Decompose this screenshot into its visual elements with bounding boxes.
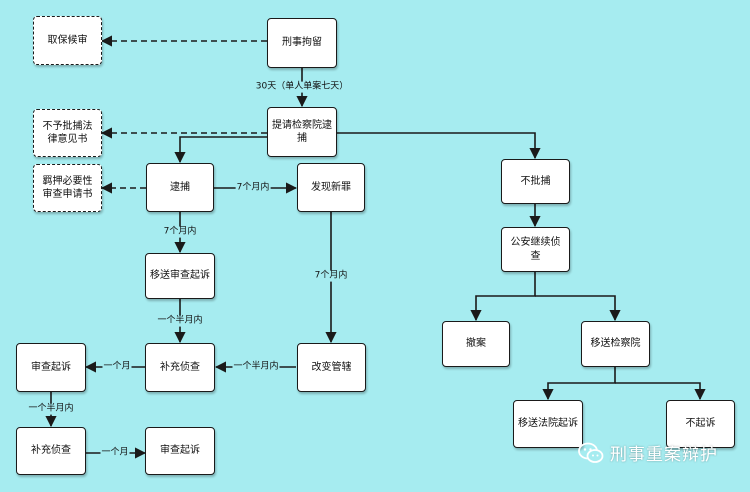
edge-label-supplementary-review: 一个月 bbox=[102, 361, 132, 373]
review-prosecution-node-1: 审查起诉 bbox=[16, 343, 86, 392]
edge-procuratorate-no-prosecution bbox=[615, 382, 706, 401]
bail-node: 取保候审 bbox=[33, 16, 102, 65]
review-prosecution-node-2: 审查起诉 bbox=[145, 427, 215, 475]
transfer-court-node: 移送法院起诉 bbox=[513, 400, 583, 448]
change-jurisdiction-node: 改变管辖 bbox=[297, 343, 366, 392]
transfer-procuratorate-node: 移送检察院 bbox=[581, 321, 650, 367]
opinion-letter-node: 不予批捕法律意见书 bbox=[33, 109, 102, 157]
edge-label-review-supplementary2: 一个半月内 bbox=[27, 403, 75, 415]
edge-label-change-supplementary: 一个半月内 bbox=[232, 361, 280, 373]
edge-label-supplementary2-review2: 一个月 bbox=[100, 447, 130, 459]
edge-label-arrest-transfer: 7个月内 bbox=[162, 226, 198, 238]
edge-label-new-crime-change: 7个月内 bbox=[313, 270, 349, 282]
edge-label-transfer-supplementary: 一个半月内 bbox=[156, 315, 204, 327]
supplementary-investigation-node-1: 补充侦查 bbox=[145, 343, 215, 392]
supplementary-investigation-node-2: 补充侦查 bbox=[16, 427, 86, 475]
new-crime-node: 发现新罪 bbox=[297, 163, 365, 212]
edge-request-arrest bbox=[174, 136, 267, 164]
edge-continue-transfer-procuratorate bbox=[535, 295, 621, 322]
edge-procuratorate-court bbox=[542, 367, 616, 401]
withdraw-case-node: 撤案 bbox=[442, 321, 510, 367]
watermark-text: 刑事重案辩护 bbox=[610, 445, 718, 465]
continue-investigation-node: 公安继续侦查 bbox=[501, 227, 570, 272]
no-prosecution-node: 不起诉 bbox=[666, 400, 735, 448]
detention-node: 刑事拘留 bbox=[267, 18, 337, 68]
review-application-node: 羁押必要性审查申请书 bbox=[33, 164, 102, 212]
arrest-node: 逮捕 bbox=[146, 163, 214, 212]
watermark: 刑事重案辩护 bbox=[578, 440, 718, 465]
edge-request-no-arrest bbox=[337, 132, 541, 160]
transfer-review-node: 移送审查起诉 bbox=[145, 253, 215, 299]
request-arrest-node: 提请检察院逮捕 bbox=[267, 107, 337, 157]
edge-label-30-days: 30天（单人单案七天） bbox=[254, 81, 350, 93]
edge-continue-branch bbox=[470, 272, 536, 322]
no-arrest-node: 不批捕 bbox=[501, 159, 570, 204]
edge-label-arrest-new-crime: 7个月内 bbox=[235, 182, 271, 194]
wechat-icon bbox=[578, 442, 604, 463]
